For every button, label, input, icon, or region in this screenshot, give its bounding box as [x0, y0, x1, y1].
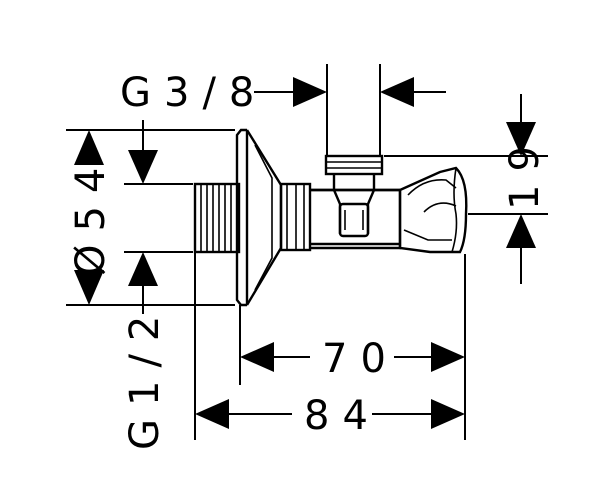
- dim-label-inlet-thread: G1/2: [122, 303, 168, 450]
- extension-lines: [66, 64, 548, 440]
- dim-handle-height: 19: [502, 94, 548, 284]
- dim-label-flange-diameter: Ø54: [68, 155, 114, 276]
- dim-length-total: 84: [195, 393, 465, 439]
- valve-body: [193, 128, 468, 307]
- valve-handle: [398, 166, 468, 254]
- dim-outlet-thread: G3/8: [120, 70, 446, 116]
- dim-label-length-total: 84: [304, 393, 381, 439]
- valve-housing: [310, 188, 402, 250]
- outlet-connection: [324, 154, 384, 238]
- dim-flange-diameter: Ø54: [68, 130, 114, 305]
- dim-length-inner: 70: [240, 336, 465, 382]
- dim-label-length-inner: 70: [322, 336, 399, 382]
- dim-inlet-thread: G1/2: [122, 120, 168, 450]
- dim-label-handle-height: 19: [502, 133, 548, 210]
- dim-label-outlet-thread: G3/8: [120, 70, 267, 116]
- inlet-thread: [193, 182, 241, 254]
- escutcheon-flange: [235, 128, 283, 307]
